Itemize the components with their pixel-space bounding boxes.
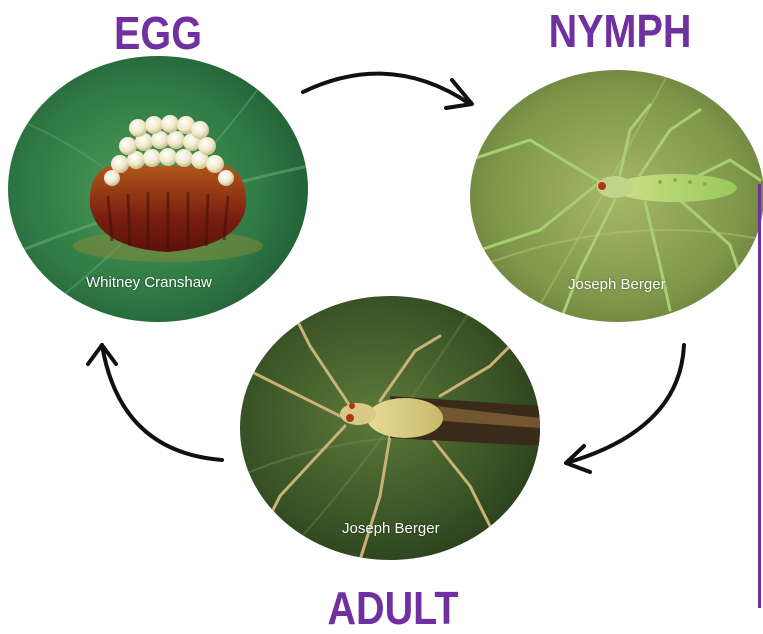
adult-to-egg-arrow-icon (88, 345, 222, 460)
side-divider-line (758, 184, 761, 608)
egg-to-nymph-arrow-icon (303, 74, 472, 108)
nymph-to-adult-arrow-icon (566, 345, 684, 472)
